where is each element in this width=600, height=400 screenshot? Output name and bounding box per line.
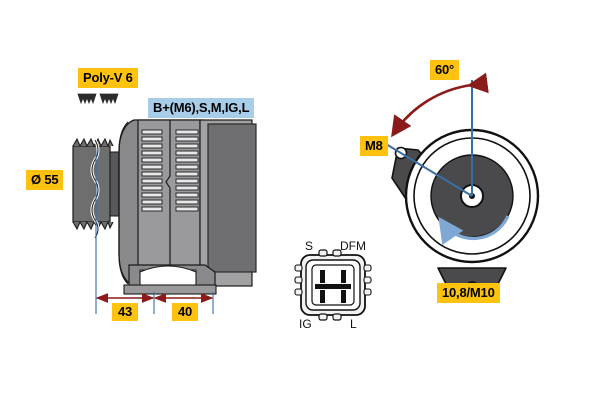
angle-arc-arrow-icon bbox=[391, 72, 489, 138]
connector-pin-label-s: S bbox=[305, 239, 314, 253]
alternator-end-view bbox=[385, 72, 540, 297]
rear-cover bbox=[207, 123, 257, 273]
connector-pin-label-ig: IG bbox=[299, 317, 312, 331]
connector-pin-label-l: L bbox=[350, 317, 357, 331]
angle-label: 60° bbox=[430, 60, 460, 80]
pulley-diameter-label: Ø 55 bbox=[26, 170, 64, 190]
dimension-label-43: 43 bbox=[112, 303, 139, 321]
connector-drawing bbox=[294, 249, 372, 321]
mount-bolt-m10-label: 10,8/M10 bbox=[437, 283, 500, 303]
mounting-foot bbox=[123, 264, 217, 295]
pulley-type-label: Poly-V 6 bbox=[78, 68, 138, 88]
radial-reference-line bbox=[385, 143, 473, 197]
terminals-label: B+(M6),S,M,IG,L bbox=[148, 98, 255, 118]
rotation-arrow-icon bbox=[438, 215, 510, 246]
vbelt-groove-icon bbox=[77, 93, 119, 105]
connector-pin-label-dfm: DFM bbox=[340, 239, 366, 253]
alternator-side-view bbox=[72, 93, 257, 314]
mount-bolt-m8-label: M8 bbox=[360, 136, 388, 156]
dimension-label-40: 40 bbox=[172, 303, 199, 321]
